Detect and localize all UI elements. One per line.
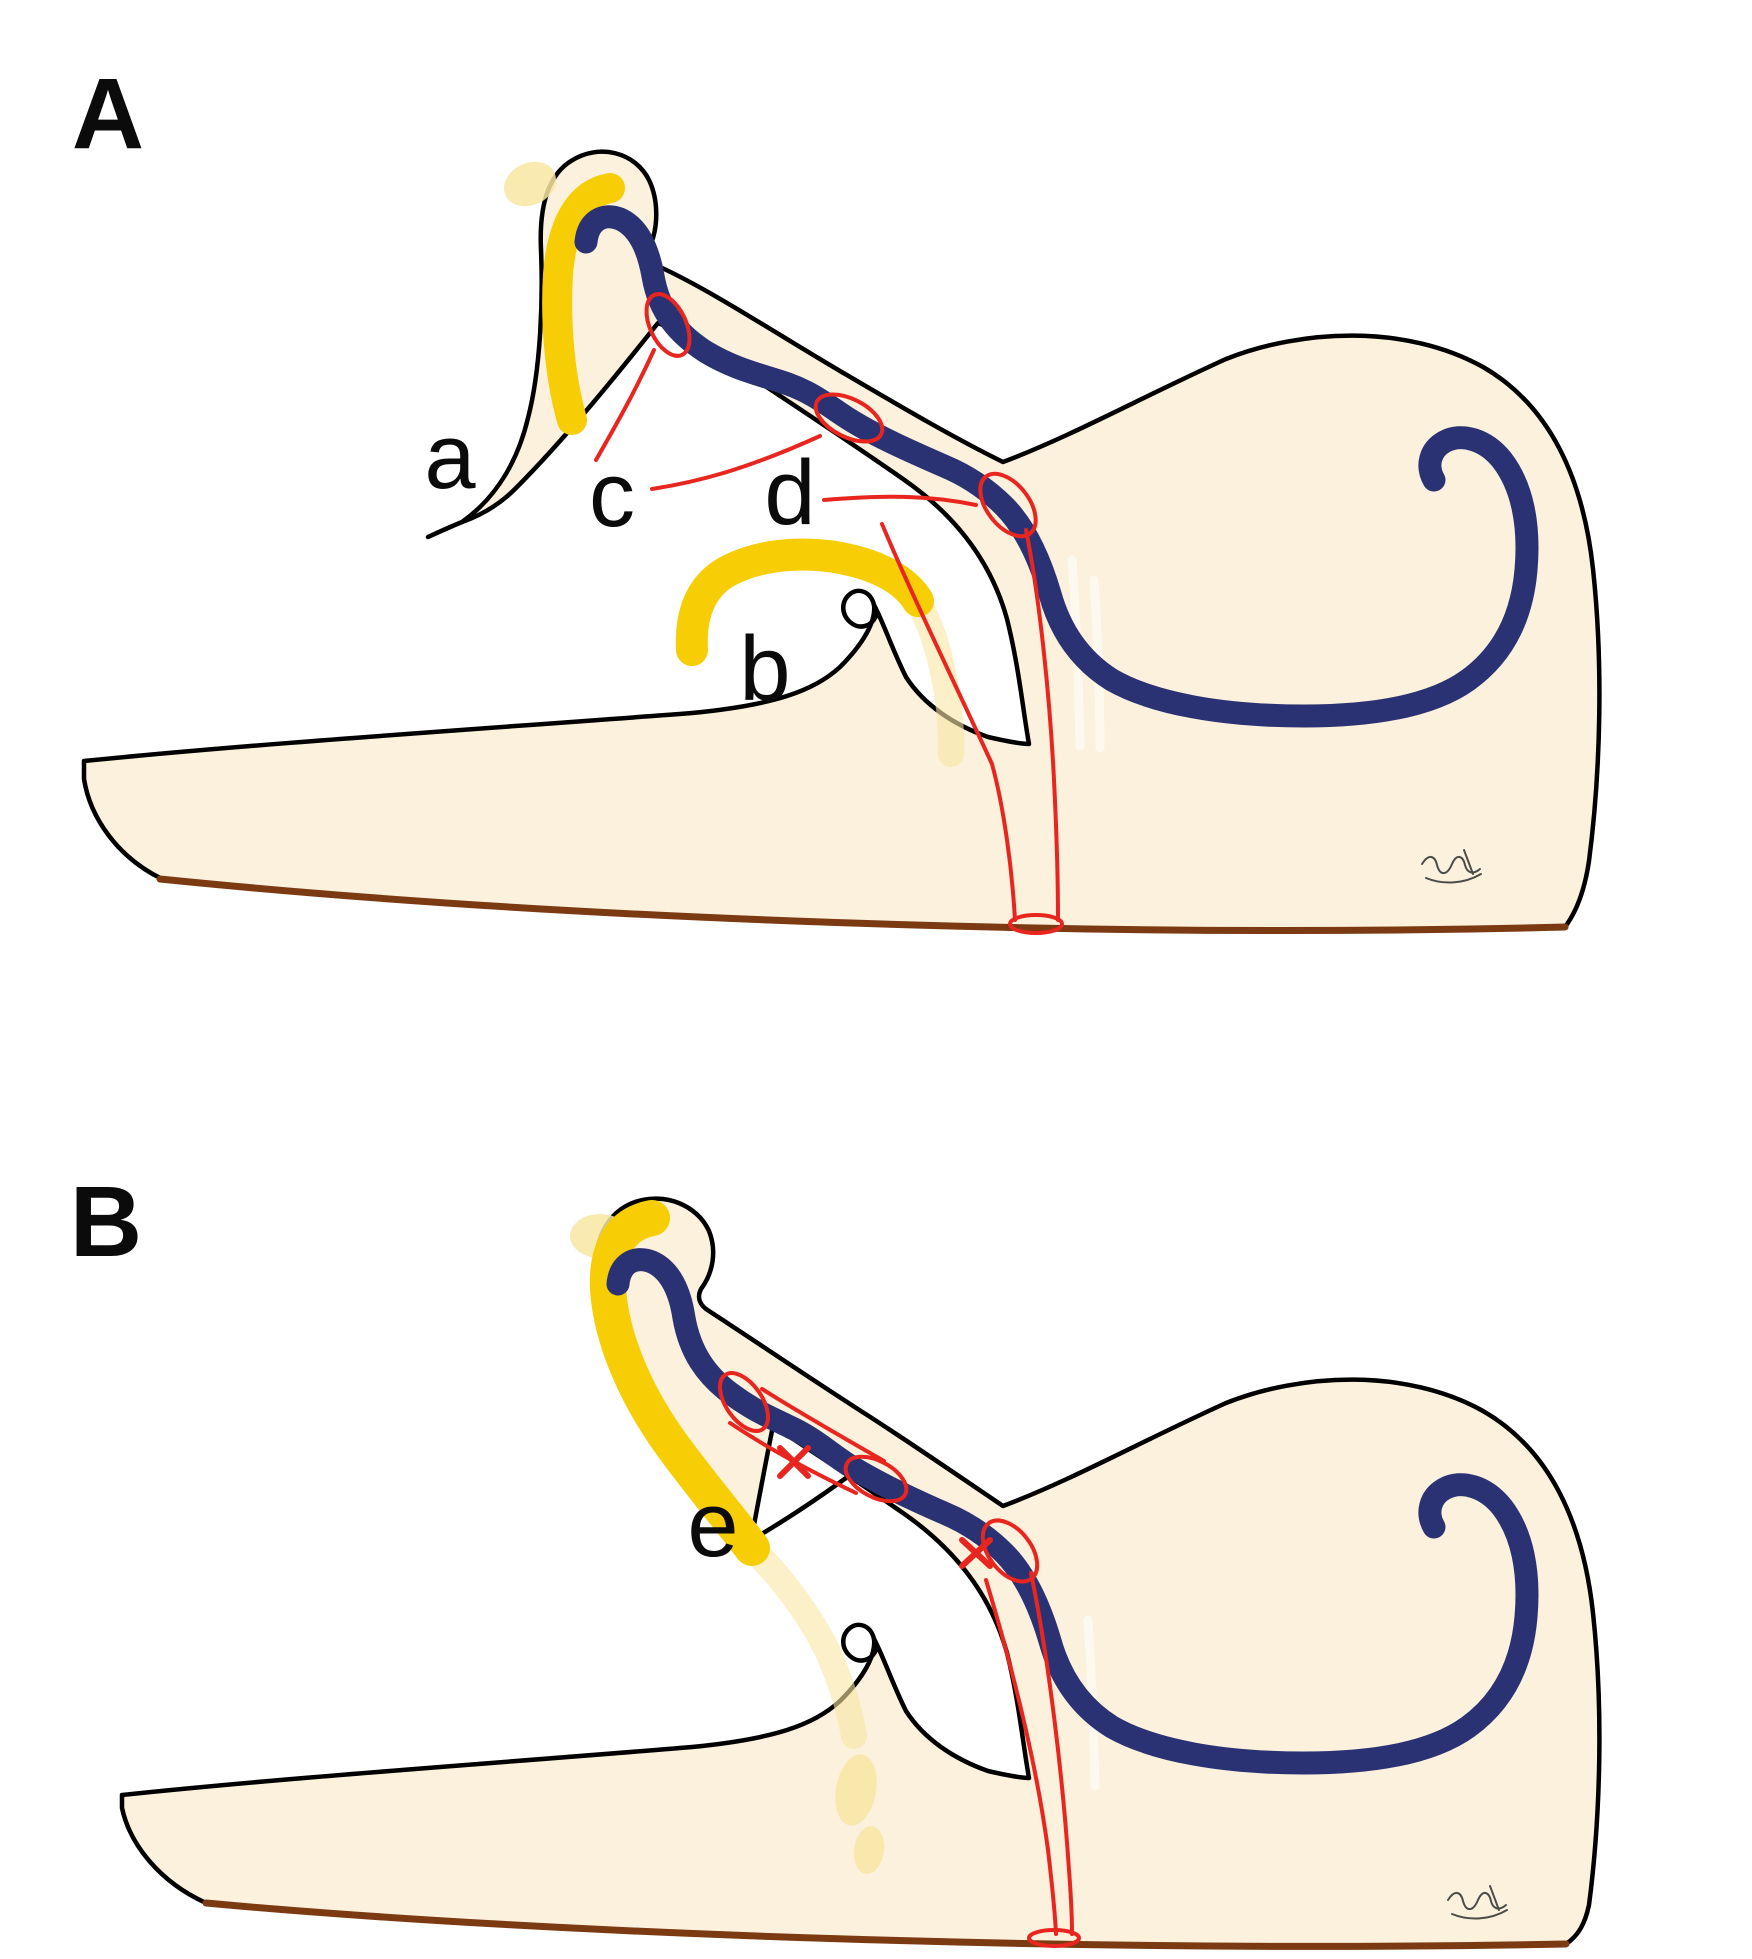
pale-cartilage-streak-b — [739, 1535, 867, 1749]
mucosa-band-b — [606, 1248, 1539, 1775]
graft-loop-b2 — [843, 1454, 909, 1504]
suture-x-2 — [959, 1537, 993, 1569]
annotation-leader-c2 — [650, 434, 822, 491]
baseline-brown-b — [202, 1899, 1570, 1950]
signature-a — [1421, 849, 1482, 884]
panel-b: B e — [70, 1166, 1602, 1950]
annotation-strip-right-b — [1029, 1571, 1074, 1936]
panel-a: A a b c d — [72, 58, 1602, 935]
graft-loop-b1 — [718, 1371, 770, 1433]
cartilage-band-upper-a — [542, 173, 625, 435]
cartilage-band-b — [589, 1200, 770, 1566]
annotation-anchor-ellipse-a — [1008, 913, 1064, 935]
annotation-leader-d — [822, 494, 978, 507]
label-e: e — [687, 1474, 738, 1576]
pale-cartilage-blob-b2 — [835, 1754, 877, 1826]
cartilage-hook-b — [675, 538, 934, 666]
label-d: d — [764, 442, 815, 544]
annotation-strip-left-a — [880, 522, 1017, 922]
annotation-strip-left-b — [984, 1578, 1058, 1936]
label-c: c — [589, 444, 635, 546]
free-edge-line-a — [425, 519, 465, 540]
annotation-leader-c1 — [594, 348, 656, 462]
graft-strip-upper-b — [760, 1387, 886, 1463]
tissue-body-a — [81, 149, 1602, 933]
panel-b-letter: B — [70, 1166, 142, 1278]
annotation-anchor-ellipse-b — [1027, 1928, 1081, 1948]
label-b: b — [739, 618, 790, 720]
label-a: a — [424, 406, 476, 508]
annotation-loop-c-mid — [813, 392, 885, 444]
spur-curl-outline-b — [841, 1622, 879, 1663]
spur-curl-outline-a — [841, 588, 879, 629]
annotation-loop-d — [978, 471, 1038, 539]
annotation-strip-right-a — [1024, 528, 1060, 922]
panel-a-letter: A — [72, 58, 144, 170]
pale-cartilage-blob-b3 — [853, 1826, 885, 1874]
baseline-brown-a — [156, 875, 1569, 934]
mucosa-band-a — [574, 205, 1539, 728]
annotation-loop-c-upper — [644, 292, 692, 358]
pale-cartilage-blob-a — [503, 161, 557, 207]
suture-x-1 — [777, 1445, 811, 1479]
